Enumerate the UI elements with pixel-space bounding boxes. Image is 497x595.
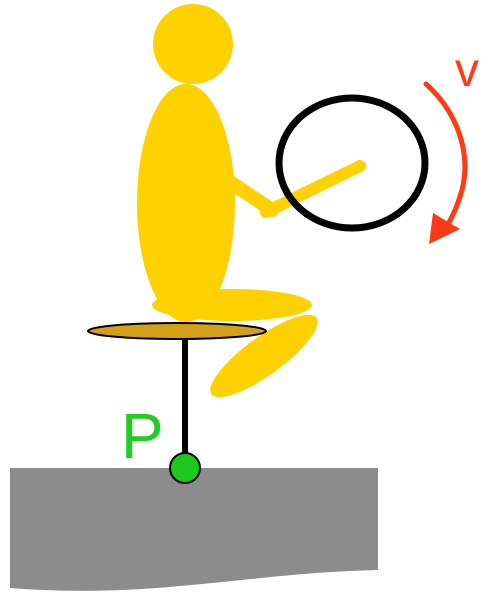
rotation-arc (423, 81, 468, 233)
lower-leg (210, 314, 318, 398)
clockwise-arrow-icon (423, 81, 468, 244)
torso (137, 84, 235, 322)
head (153, 4, 233, 84)
pivot-label: P (121, 400, 164, 472)
velocity-label: v (455, 44, 479, 97)
rotation-arrowhead (429, 213, 460, 244)
seat-disk (87, 322, 267, 340)
pivot-point (169, 452, 201, 484)
ground-block (10, 468, 378, 591)
wheel (275, 94, 429, 232)
forearm (260, 160, 366, 218)
seated-person (137, 4, 366, 398)
